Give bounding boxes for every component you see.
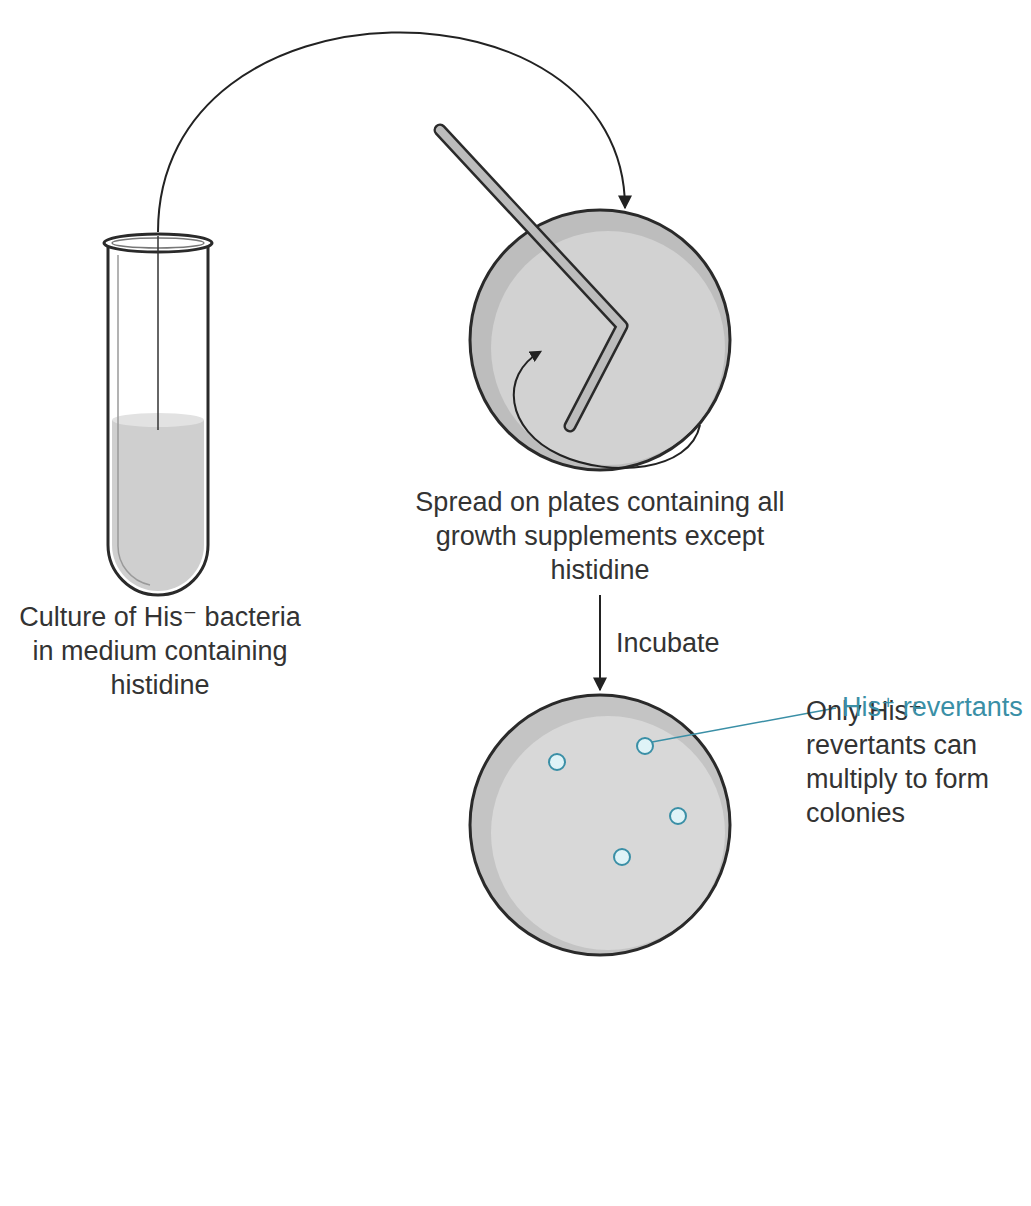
step-caption: Spread on plates containing all growth s… [410,485,790,587]
illustrated-step: Only His⁺ revertants can multiply to for… [468,692,732,958]
flow-arrow [158,32,625,232]
callout-label: His⁺ revertants [842,690,1023,724]
arrow-label: Incubate [614,626,722,660]
illustrated-step: Spread on plates containing all growth s… [410,208,790,587]
petri-plate [440,130,730,470]
colony [549,738,686,865]
petri-plate [470,695,836,955]
transfer-line [157,236,159,430]
test-tube [104,234,212,595]
spread-motion-arrow [514,352,700,468]
illustrated-step: Culture of His⁻ bacteria in medium conta… [10,232,310,702]
flow-arrow [599,595,601,690]
step-caption: Culture of His⁻ bacteria in medium conta… [10,600,310,702]
spreader-rod [440,130,622,426]
